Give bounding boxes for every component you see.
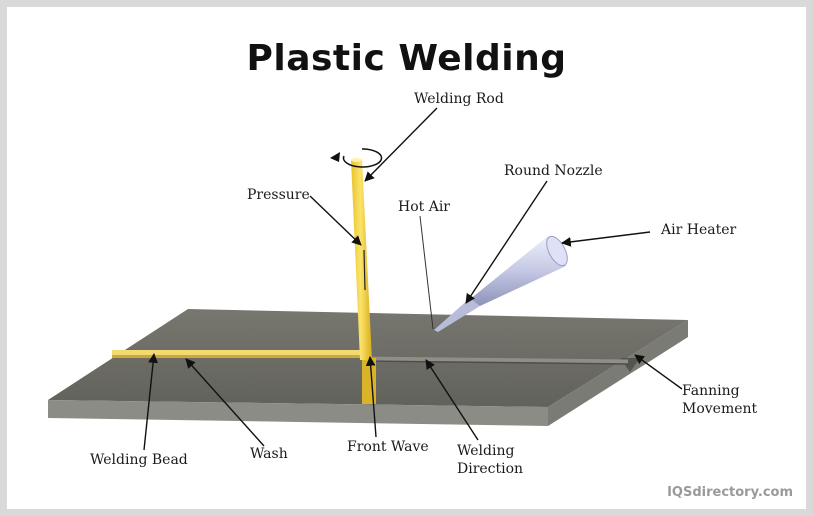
plate-front-edge — [48, 400, 548, 426]
arrow-welding-rod — [364, 107, 438, 182]
diagram-title: Plastic Welding — [246, 38, 567, 79]
plate-right-edge — [548, 320, 688, 426]
label-front-wave: Front Wave — [347, 439, 429, 455]
label-hot-air: Hot Air — [398, 199, 450, 215]
label-welding-bead: Welding Bead — [90, 452, 188, 468]
label-welding-rod: Welding Rod — [414, 91, 504, 107]
watermark: IQSdirectory.com — [667, 485, 793, 500]
arrow-front-wave — [365, 356, 377, 438]
rotation-arrow — [342, 148, 383, 168]
diagram-frame — [7, 7, 806, 509]
arrow-fanning — [634, 354, 683, 390]
arrow-pressure — [309, 195, 362, 246]
arrow-round-nozzle — [465, 180, 548, 304]
leader-arrows — [143, 107, 683, 451]
label-pressure: Pressure — [247, 187, 310, 203]
welding-rod — [351, 158, 372, 360]
label-movement: Movement — [682, 401, 758, 417]
label-fanning: Fanning — [682, 383, 740, 399]
label-wash: Wash — [250, 446, 288, 462]
arrow-welding-bead — [143, 353, 158, 451]
label-direction: Direction — [457, 461, 524, 477]
air-heater-nozzle — [419, 215, 568, 332]
arrow-wash — [185, 358, 265, 447]
arrow-air-heater — [561, 231, 651, 247]
label-air-heater: Air Heater — [661, 222, 737, 238]
label-welding: Welding — [457, 443, 515, 459]
label-round-nozzle: Round Nozzle — [504, 163, 603, 179]
arrow-welding-direction — [425, 359, 479, 441]
